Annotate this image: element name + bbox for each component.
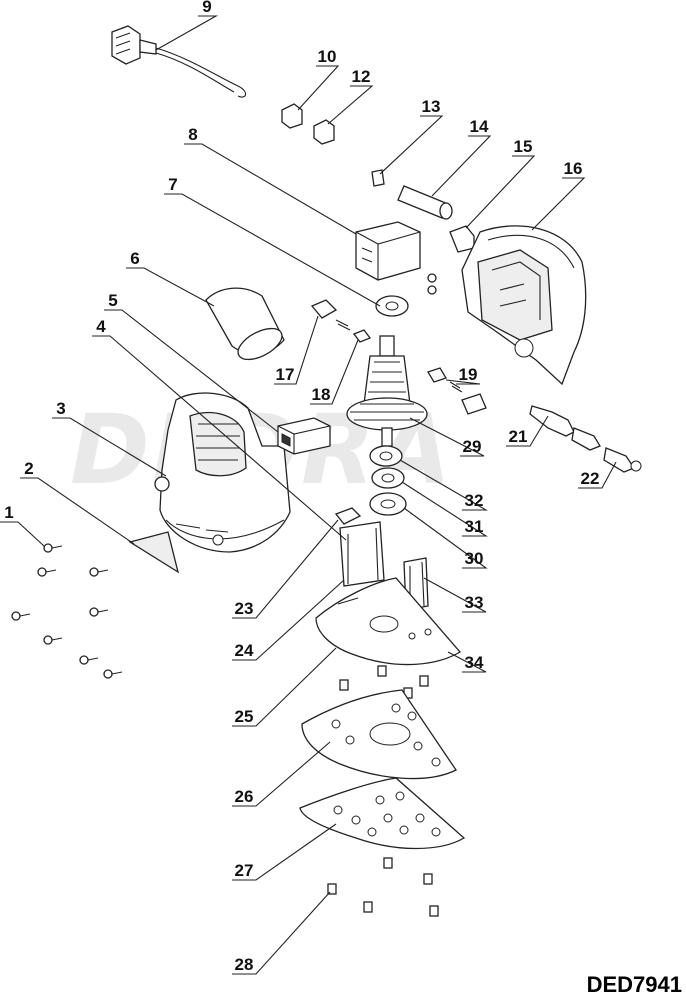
part-8-switch-block [355, 221, 421, 281]
part-9-power-cord [111, 25, 247, 98]
part-16-housing [461, 225, 587, 386]
part-27-sanding-pad [299, 777, 466, 850]
part-12-brush [313, 119, 335, 145]
callout-31: 31 [464, 517, 484, 536]
callout-16: 16 [563, 159, 583, 178]
part-15-bracket [427, 225, 475, 295]
part-4-switch [277, 417, 331, 455]
callout-33: 33 [464, 593, 484, 612]
part-6-cylinder [205, 287, 285, 361]
callout-1: 1 [4, 503, 14, 522]
callout-21: 21 [508, 427, 528, 446]
part-34-base-plate [315, 577, 461, 666]
callout-28: 28 [234, 955, 254, 974]
part-13-pin [371, 169, 385, 187]
part-7-ring [375, 295, 409, 317]
part-21-connector [529, 405, 601, 451]
part-18-brush [352, 329, 372, 343]
callout-17: 17 [275, 365, 295, 384]
part-19-brush-holder [427, 367, 487, 415]
callout-32: 32 [464, 491, 484, 510]
callout-12: 12 [351, 67, 371, 86]
part-31-bearing [371, 467, 405, 489]
callout-34: 34 [464, 653, 484, 672]
part-28-pins [327, 857, 439, 917]
callout-29: 29 [462, 437, 482, 456]
part-30-bearing [369, 492, 407, 516]
part-29-armature [346, 335, 428, 447]
callout-23: 23 [234, 599, 254, 618]
callout-7: 7 [168, 175, 178, 194]
callout-13: 13 [421, 97, 441, 116]
part-10-brush [281, 103, 303, 129]
callout-15: 15 [513, 137, 533, 156]
part-14-tube [397, 185, 453, 220]
callout-10: 10 [317, 47, 337, 66]
model-code: DED7941 [586, 972, 682, 997]
callout-4: 4 [96, 317, 106, 336]
part-26-pad-mount [301, 689, 457, 780]
callout-25: 25 [234, 707, 254, 726]
part-17-brush-holder [310, 299, 351, 331]
callout-24: 24 [234, 641, 254, 660]
callout-6: 6 [130, 249, 140, 268]
callout-27: 27 [234, 861, 254, 880]
callout-30: 30 [464, 549, 484, 568]
callout-18: 18 [311, 385, 331, 404]
part-22-connector [603, 447, 642, 473]
callout-3: 3 [56, 399, 66, 418]
part-23-clip [334, 507, 362, 525]
part-3-main-housing [154, 392, 291, 553]
part-1-screws [11, 543, 123, 679]
callout-14: 14 [469, 117, 489, 136]
part-24-bracket [339, 521, 385, 587]
callout-2: 2 [24, 459, 34, 478]
callout-5: 5 [108, 291, 118, 310]
part-2-pad-insert [128, 531, 180, 574]
callout-9: 9 [202, 0, 212, 16]
leader-lines [0, 15, 617, 975]
part-32-bearing [369, 445, 403, 467]
callout-19: 19 [458, 365, 478, 384]
callout-22: 22 [580, 469, 600, 488]
callout-8: 8 [188, 125, 198, 144]
callout-26: 26 [234, 787, 254, 806]
